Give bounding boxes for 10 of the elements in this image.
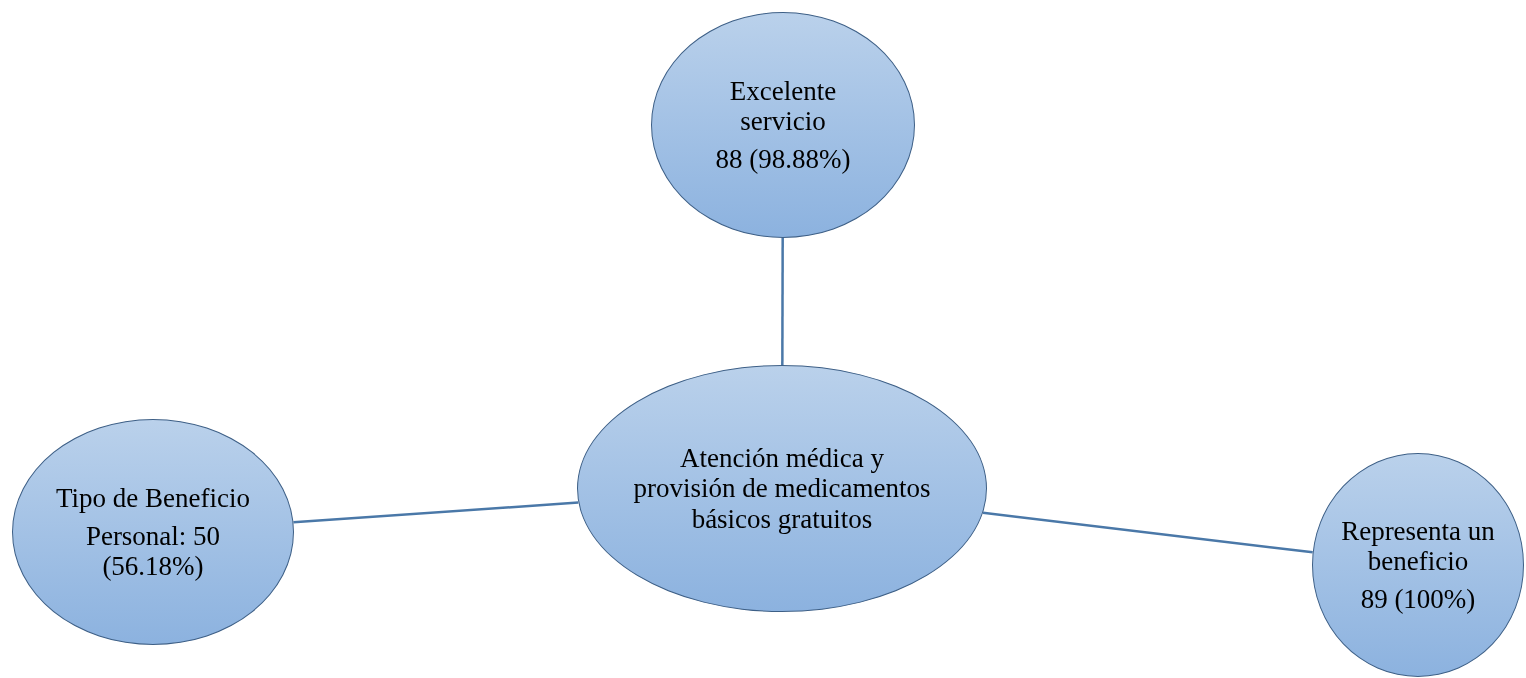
connector-line [293, 501, 579, 524]
connector-line [982, 511, 1313, 554]
node-label: Atención médica y provisión de medicamentos básicos gratuitos [632, 443, 932, 534]
node-label: Tipo de Beneficio [56, 482, 250, 513]
node-label: Excelente servicio [728, 75, 838, 137]
node-label: Representa un beneficio [1340, 515, 1496, 577]
node-label: Personal: 50 (56.18%) [84, 520, 222, 582]
connector-line [781, 238, 784, 365]
node-label: 89 (100%) [1360, 584, 1476, 615]
node-label: 88 (98.88%) [715, 144, 851, 175]
